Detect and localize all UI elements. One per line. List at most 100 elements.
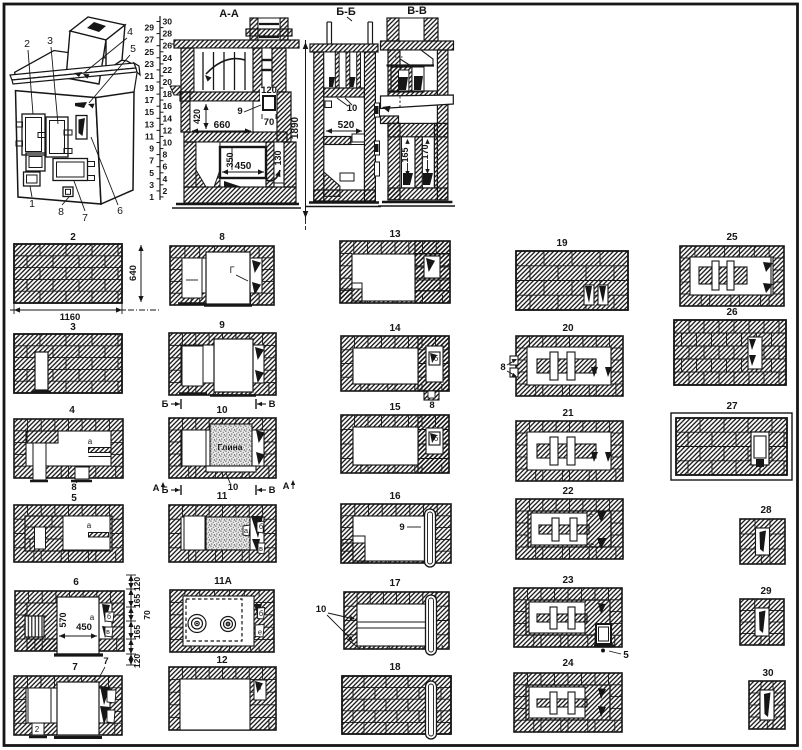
svg-text:б: б	[434, 354, 438, 363]
svg-text:5: 5	[149, 168, 154, 178]
svg-text:4: 4	[127, 26, 133, 38]
svg-text:8: 8	[219, 232, 225, 243]
svg-text:8: 8	[71, 482, 76, 493]
svg-text:б: б	[107, 613, 111, 621]
svg-text:70: 70	[264, 117, 275, 128]
svg-text:2: 2	[163, 186, 168, 196]
svg-text:10: 10	[216, 405, 228, 416]
svg-text:Б-Б: Б-Б	[336, 6, 356, 18]
svg-text:9: 9	[399, 522, 404, 533]
svg-text:10: 10	[163, 138, 173, 148]
svg-text:640: 640	[128, 265, 139, 281]
svg-text:70: 70	[142, 610, 152, 620]
svg-text:120: 120	[261, 85, 277, 96]
svg-text:а: а	[244, 526, 249, 535]
svg-text:17: 17	[144, 95, 154, 105]
svg-text:19: 19	[144, 83, 154, 93]
svg-text:18: 18	[163, 89, 173, 99]
svg-text:4: 4	[163, 174, 168, 184]
svg-text:Б: Б	[162, 485, 169, 496]
svg-text:165: 165	[400, 147, 410, 162]
svg-text:5: 5	[71, 493, 77, 504]
svg-text:В: В	[269, 485, 276, 496]
svg-text:20: 20	[562, 323, 574, 334]
svg-text:Глина: Глина	[218, 442, 243, 452]
svg-text:не: не	[586, 542, 594, 549]
svg-text:20: 20	[163, 77, 173, 87]
svg-text:21: 21	[562, 408, 574, 419]
svg-text:11: 11	[145, 131, 154, 141]
svg-text:9: 9	[219, 320, 225, 331]
svg-text:в: в	[106, 629, 110, 636]
svg-text:6: 6	[73, 577, 79, 588]
svg-text:8: 8	[429, 400, 434, 411]
svg-text:1160: 1160	[60, 312, 81, 323]
svg-text:8: 8	[58, 206, 64, 218]
svg-text:3: 3	[149, 180, 154, 190]
svg-text:1890: 1890	[290, 116, 301, 139]
svg-text:17: 17	[389, 578, 401, 589]
svg-text:8: 8	[500, 362, 505, 373]
svg-text:2: 2	[70, 232, 76, 243]
svg-text:12: 12	[216, 655, 228, 666]
svg-text:22: 22	[163, 65, 173, 75]
svg-text:130: 130	[273, 150, 283, 165]
svg-text:б: б	[259, 522, 263, 531]
svg-text:10: 10	[228, 482, 239, 493]
svg-text:23: 23	[562, 575, 574, 586]
svg-text:165: 165	[132, 625, 142, 639]
svg-text:13: 13	[144, 119, 154, 129]
svg-text:3: 3	[70, 322, 76, 333]
svg-text:420: 420	[192, 109, 202, 124]
svg-text:10: 10	[347, 103, 358, 114]
svg-text:е: е	[258, 628, 262, 637]
svg-text:18: 18	[389, 662, 401, 673]
svg-text:30: 30	[762, 668, 774, 679]
svg-text:21: 21	[144, 71, 154, 81]
svg-text:170: 170	[420, 144, 430, 159]
svg-text:26: 26	[163, 41, 173, 51]
svg-text:450: 450	[235, 161, 252, 172]
svg-text:28: 28	[163, 29, 173, 39]
svg-text:14: 14	[163, 113, 173, 123]
svg-text:9: 9	[237, 106, 242, 117]
svg-text:А-А: А-А	[219, 8, 239, 20]
svg-text:Б: Б	[162, 399, 169, 410]
svg-text:450: 450	[76, 622, 92, 633]
svg-text:16: 16	[389, 491, 401, 502]
svg-text:12: 12	[163, 125, 173, 135]
svg-text:14: 14	[389, 323, 401, 334]
svg-text:5: 5	[130, 43, 136, 55]
svg-text:120: 120	[132, 577, 142, 591]
svg-text:4: 4	[69, 405, 75, 416]
svg-text:7: 7	[149, 156, 154, 166]
svg-text:15: 15	[389, 402, 401, 413]
svg-text:16: 16	[163, 101, 173, 111]
svg-text:2: 2	[24, 38, 30, 50]
svg-text:24: 24	[562, 658, 574, 669]
svg-text:е: е	[589, 512, 593, 519]
svg-text:24: 24	[163, 53, 173, 63]
svg-text:8: 8	[163, 150, 168, 160]
svg-text:а: а	[87, 521, 92, 530]
svg-text:7: 7	[82, 212, 88, 224]
svg-text:11: 11	[217, 491, 228, 502]
svg-text:570: 570	[58, 612, 68, 627]
svg-text:660: 660	[214, 120, 231, 131]
svg-text:25: 25	[726, 232, 738, 243]
svg-text:б: б	[434, 434, 438, 443]
svg-text:6: 6	[117, 205, 123, 217]
svg-text:б: б	[257, 683, 261, 692]
svg-text:23: 23	[144, 59, 154, 69]
svg-text:В-В: В-В	[407, 5, 427, 17]
svg-text:б: б	[259, 609, 263, 618]
svg-text:1: 1	[149, 192, 154, 202]
svg-text:10: 10	[316, 604, 327, 615]
svg-text:В: В	[269, 399, 276, 410]
svg-text:25: 25	[144, 47, 154, 57]
svg-text:29: 29	[144, 23, 154, 33]
svg-text:15: 15	[144, 107, 154, 117]
svg-text:22: 22	[562, 486, 574, 497]
svg-text:2: 2	[35, 725, 40, 734]
svg-text:7: 7	[72, 662, 78, 673]
